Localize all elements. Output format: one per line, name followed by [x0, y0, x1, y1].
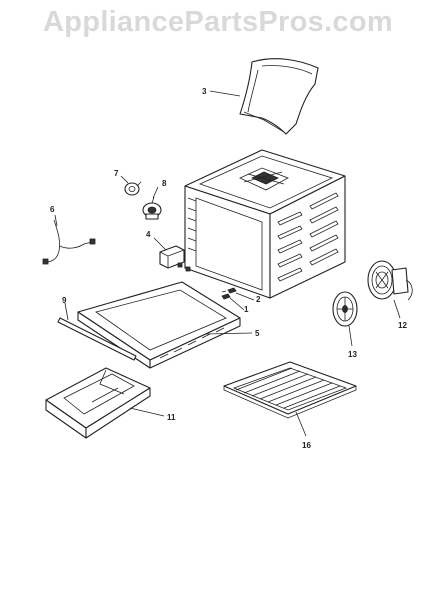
part-1-2-screws: [221, 287, 237, 300]
part-9-strip: [57, 317, 137, 361]
callout-4: 4: [146, 230, 151, 239]
leader-8: [152, 186, 159, 199]
callout-8: 8: [162, 179, 167, 188]
leader-11: [129, 407, 165, 417]
part-4-bracket: [159, 245, 191, 272]
oven-cavity: [184, 149, 346, 299]
part-16-rack: [223, 361, 357, 419]
part-7-knob: [124, 181, 142, 196]
callout-3: 3: [202, 87, 207, 96]
callout-7: 7: [114, 169, 119, 178]
leader-2: [235, 292, 255, 301]
leader-3: [209, 90, 241, 97]
callout-2: 2: [256, 295, 261, 304]
callout-16: 16: [302, 441, 311, 450]
leader-13: [348, 325, 353, 347]
part-12-fan-motor: [367, 260, 413, 301]
leader-16: [295, 411, 307, 437]
part-8-switch: [142, 196, 162, 220]
part-11-panel: [45, 367, 151, 439]
part-5-frame: [77, 281, 241, 369]
leader-1: [229, 297, 245, 311]
callout-1: 1: [244, 305, 249, 314]
leader-4: [153, 237, 167, 251]
callout-12: 12: [398, 321, 407, 330]
leader-5: [205, 332, 253, 335]
part-6-wire: [42, 219, 96, 265]
part-3-deflector: [239, 58, 319, 135]
callout-9: 9: [62, 296, 67, 305]
leader-7: [120, 175, 129, 184]
callout-13: 13: [348, 350, 357, 359]
watermark-text: AppliancePartsPros.com: [43, 6, 393, 38]
leader-12: [393, 299, 401, 319]
part-13-fan-blade: [332, 291, 358, 327]
callout-5: 5: [255, 329, 260, 338]
leader-6: [54, 214, 58, 227]
callout-6: 6: [50, 205, 55, 214]
callout-11: 11: [167, 413, 176, 422]
leader-9: [64, 302, 69, 321]
